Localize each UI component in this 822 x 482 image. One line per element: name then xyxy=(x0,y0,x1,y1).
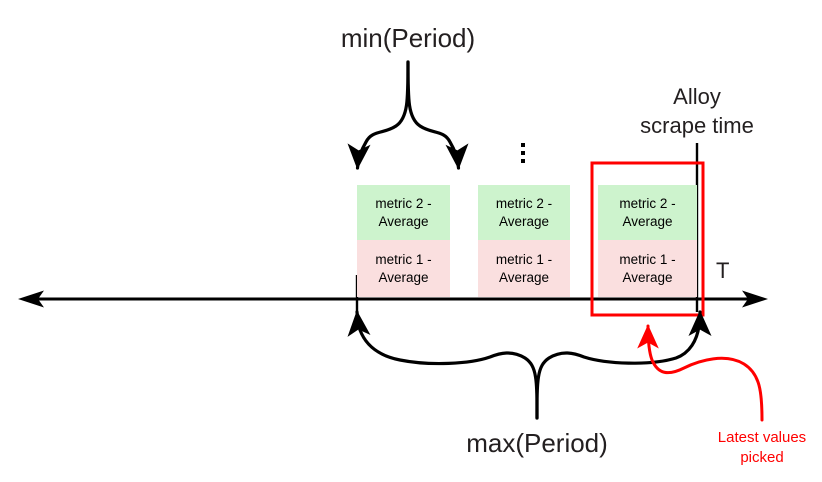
vertical-ellipsis-icon xyxy=(521,143,525,163)
metric-box-2-lower: metric 1 - Average xyxy=(478,240,570,297)
metric-box-3-upper: metric 2 - Average xyxy=(598,185,697,240)
metric-box-1-upper-line1: metric 2 - xyxy=(375,195,432,211)
time-axis xyxy=(18,290,768,308)
alloy-scrape-time-line1: Alloy xyxy=(673,84,721,109)
metric-box-1-lower-line2: Average xyxy=(378,269,429,285)
metric-box-3-lower: metric 1 - Average xyxy=(598,240,697,297)
metric-box-2-lower-line2: Average xyxy=(498,269,550,285)
metric-box-2-upper-line2: Average xyxy=(498,213,550,229)
latest-values-line1: Latest values xyxy=(717,429,807,446)
max-period-brace xyxy=(347,310,712,420)
alloy-scrape-time-label: Alloy scrape time xyxy=(597,82,797,140)
latest-values-line2: picked xyxy=(740,448,784,466)
metric-box-3-lower-line2: Average xyxy=(622,269,673,285)
metric-box-3-upper-line2: Average xyxy=(622,213,673,229)
metric-box-3-upper-line1: metric 2 - xyxy=(619,195,676,211)
metric-box-1-upper-line2: Average xyxy=(378,213,429,229)
axis-label-T: T xyxy=(716,258,730,283)
metric-box-3-lower-line1: metric 1 - xyxy=(619,251,676,267)
latest-values-picked-label: Latest values picked xyxy=(692,428,822,468)
metric-box-2-lower-line1: metric 1 - xyxy=(495,251,553,267)
metric-box-1-lower-line1: metric 1 - xyxy=(375,251,432,267)
latest-window-highlight xyxy=(590,161,705,317)
axis-arrow-right xyxy=(742,290,768,308)
min-period-label: min(Period) xyxy=(340,23,476,53)
latest-values-pointer xyxy=(637,324,764,422)
max-period-label: max(Period) xyxy=(466,428,608,458)
metric-box-2-upper-line1: metric 2 - xyxy=(495,195,553,211)
metric-box-2-upper: metric 2 - Average xyxy=(478,185,570,240)
metric-box-1-upper: metric 2 - Average xyxy=(357,185,450,240)
min-period-brace xyxy=(347,60,469,170)
metric-box-1-lower: metric 1 - Average xyxy=(357,240,450,297)
axis-arrow-left xyxy=(18,290,44,308)
alloy-scrape-time-line2: scrape time xyxy=(640,113,754,139)
